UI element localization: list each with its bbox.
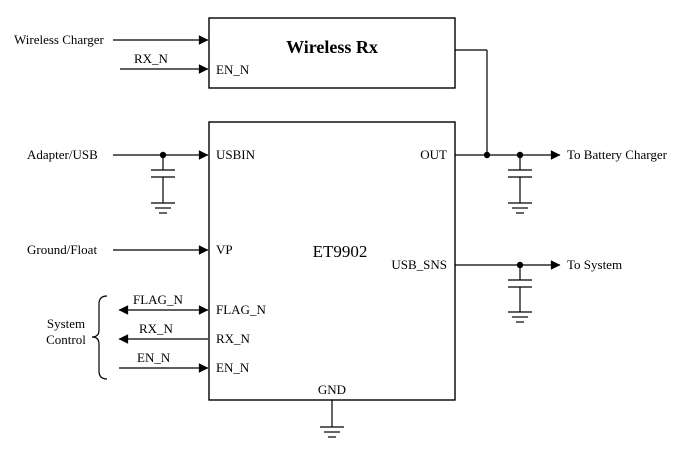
- capacitor-usb-sns: [508, 265, 532, 323]
- capacitor-usbin: [151, 155, 175, 214]
- pin-usb-sns-label: USB_SNS: [391, 257, 447, 272]
- wireless-rx-block: Wireless Rx EN_N: [208, 17, 456, 89]
- ground-symbol: [508, 202, 532, 214]
- pin-en-n-label: EN_N: [216, 360, 250, 375]
- et9902-title: ET9902: [313, 242, 368, 261]
- ground-symbol: [508, 311, 532, 323]
- to-battery-charger-label: To Battery Charger: [567, 147, 668, 162]
- et9902-box: [208, 121, 456, 401]
- junction-dot-out-link: [483, 151, 491, 159]
- brace-icon: [91, 295, 108, 380]
- capacitor-out: [508, 155, 532, 214]
- usb-sns-net: To System: [455, 257, 622, 323]
- wireless-rx-enable-input: RX_N: [120, 51, 209, 74]
- pin-vp-label: VP: [216, 242, 233, 257]
- ground-float-label: Ground/Float: [27, 242, 97, 257]
- flag-n-ext-label: FLAG_N: [133, 292, 183, 307]
- system-control-group: System Control FLAG_N RX_N EN_N: [46, 292, 209, 380]
- to-system-label: To System: [567, 257, 622, 272]
- wireless-rx-box: [208, 17, 456, 89]
- ground-symbol: [320, 426, 344, 438]
- system-control-label-line1: System: [47, 316, 85, 331]
- pin-gnd-label: GND: [318, 382, 346, 397]
- pin-flag-n-label: FLAG_N: [216, 302, 266, 317]
- wireless-charger-label: Wireless Charger: [14, 32, 105, 47]
- system-control-label-line2: Control: [46, 332, 86, 347]
- en-n-ext-label: EN_N: [137, 350, 171, 365]
- wireless-charger-input: Wireless Charger: [14, 32, 209, 47]
- wireless-rx-title: Wireless Rx: [286, 37, 378, 57]
- pin-out-label: OUT: [420, 147, 447, 162]
- rx-n-top-label: RX_N: [134, 51, 169, 66]
- pin-usbin-label: USBIN: [216, 147, 256, 162]
- et9902-chip: ET9902 USBIN VP FLAG_N RX_N EN_N OUT USB…: [208, 121, 456, 401]
- gnd-net: [320, 400, 344, 438]
- out-net: To Battery Charger: [455, 49, 668, 214]
- rx-n-ext-label: RX_N: [139, 321, 174, 336]
- ground-symbol: [151, 202, 175, 214]
- wireless-rx-pin-en-n-label: EN_N: [216, 62, 250, 77]
- pin-rx-n-label: RX_N: [216, 331, 251, 346]
- adapter-usb-label: Adapter/USB: [27, 147, 98, 162]
- ground-float-input: Ground/Float: [27, 242, 209, 257]
- adapter-usb-input: Adapter/USB: [27, 147, 209, 214]
